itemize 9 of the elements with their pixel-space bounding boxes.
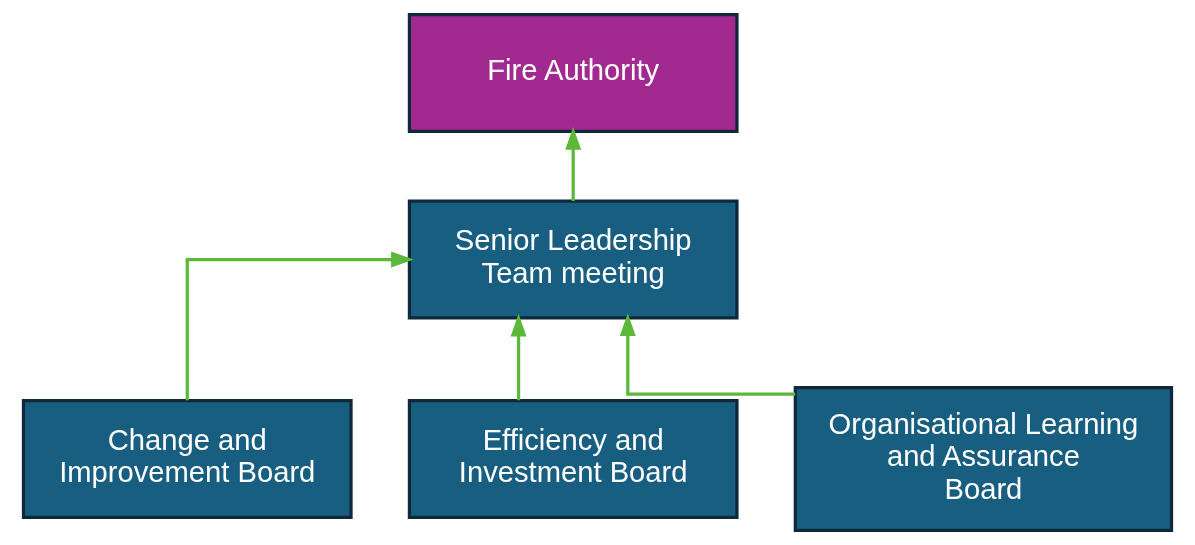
node-box: Efficiency and Investment Board	[407, 399, 739, 519]
node-box: Fire Authority	[407, 13, 739, 134]
arrow	[510, 313, 527, 401]
arrow	[619, 313, 796, 396]
arrow	[565, 127, 582, 202]
arrow	[185, 251, 414, 401]
node-box: Change and Improvement Board	[21, 399, 353, 519]
node-box: Senior Leadership Team meeting	[407, 199, 739, 320]
node-box: Organisational Learning and Assurance Board	[793, 386, 1174, 532]
